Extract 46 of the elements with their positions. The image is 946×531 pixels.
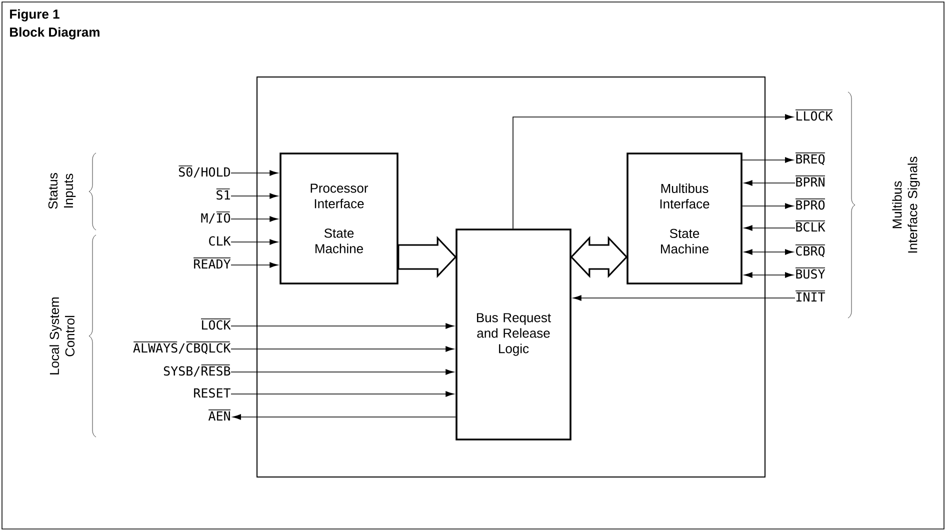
- arrow: [744, 249, 794, 255]
- figure-title: Figure 1: [10, 9, 60, 22]
- arrow: [573, 295, 796, 301]
- arrow: [744, 225, 796, 231]
- arrow: [230, 239, 278, 245]
- arrow: [230, 391, 454, 397]
- arrow: [230, 170, 278, 176]
- arrow: [232, 414, 456, 420]
- brace-label: Status Inputs: [48, 173, 76, 209]
- arrow: [230, 369, 454, 375]
- signal-label: LOCK: [200, 318, 231, 330]
- arrow: [230, 323, 454, 329]
- signal-label: CLK: [209, 236, 231, 246]
- signal-label: CBRQ: [795, 244, 826, 258]
- figure-caption: Block Diagram: [10, 27, 100, 40]
- arrow: [230, 216, 278, 222]
- block-box: Processor Interface State Machine: [280, 152, 398, 284]
- arrow: [742, 203, 794, 209]
- signal-label: BREQ: [795, 152, 826, 166]
- signal-label: AEN: [208, 410, 231, 420]
- signal-label: BCLK: [795, 220, 826, 232]
- signal-label: S0/HOLD: [178, 166, 230, 178]
- arrow: [742, 157, 794, 163]
- arrow: [230, 193, 278, 199]
- signal-label: S1: [216, 188, 230, 200]
- brace-label: Multibus Interface Signals: [892, 156, 920, 253]
- signal-label: BPRN: [795, 176, 826, 186]
- block-box: Bus Request and Release Logic: [456, 228, 572, 440]
- signal-label: ALWAYS/CBQLCK: [133, 342, 231, 354]
- bus-arrow: [398, 236, 457, 278]
- signal-label: INIT: [795, 290, 826, 302]
- signal-label: SYSB/RESB: [164, 364, 230, 377]
- signal-label: RESET: [194, 388, 231, 398]
- brace-label: Local System Control: [49, 298, 75, 374]
- block-box: Multibus Interface State Machine: [626, 152, 742, 284]
- signal-label: READY: [193, 258, 231, 268]
- chip-outline: [256, 76, 766, 478]
- signal-label: BPRO: [795, 198, 826, 210]
- arrow: [744, 272, 794, 278]
- arrow: [744, 180, 796, 186]
- arrow: [230, 262, 278, 268]
- arrow: [230, 346, 454, 352]
- signal-label: BUSY: [795, 268, 826, 279]
- arrow: [512, 114, 794, 229]
- signal-label: M/IO: [201, 212, 230, 224]
- signal-label: LLOCK: [795, 110, 833, 121]
